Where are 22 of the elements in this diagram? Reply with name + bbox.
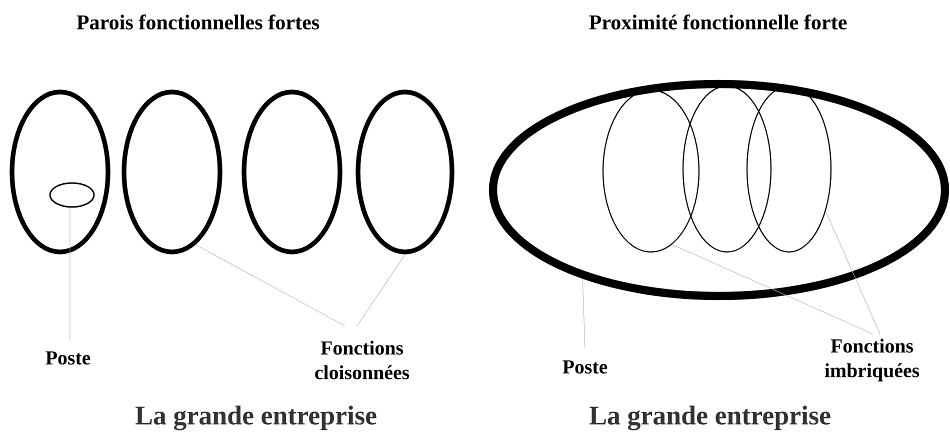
leader-line [825,210,880,334]
ellipse [122,90,222,254]
caption: La grande entreprise [135,406,376,430]
ellipse [49,182,95,208]
label-text: Fonctions cloisonnées [315,340,410,380]
ellipse [488,80,950,300]
ellipse [602,89,700,253]
leader-line [356,254,406,326]
leader-line [672,244,874,334]
ellipse [10,90,110,254]
label-text: Poste [46,351,90,365]
leader-line [195,244,346,326]
caption: La grande entreprise [589,406,830,430]
ellipse [682,85,772,253]
heading: Parois fonctionnelles fortes [76,14,320,30]
ellipse [242,90,342,254]
label-text: Poste [562,360,608,374]
heading: Proximité fonctionnelle forte [589,14,847,30]
label-text: Fonctions imbriquées [824,338,920,382]
ellipse [746,85,832,253]
ellipse [356,90,454,254]
leader-line [582,278,586,348]
